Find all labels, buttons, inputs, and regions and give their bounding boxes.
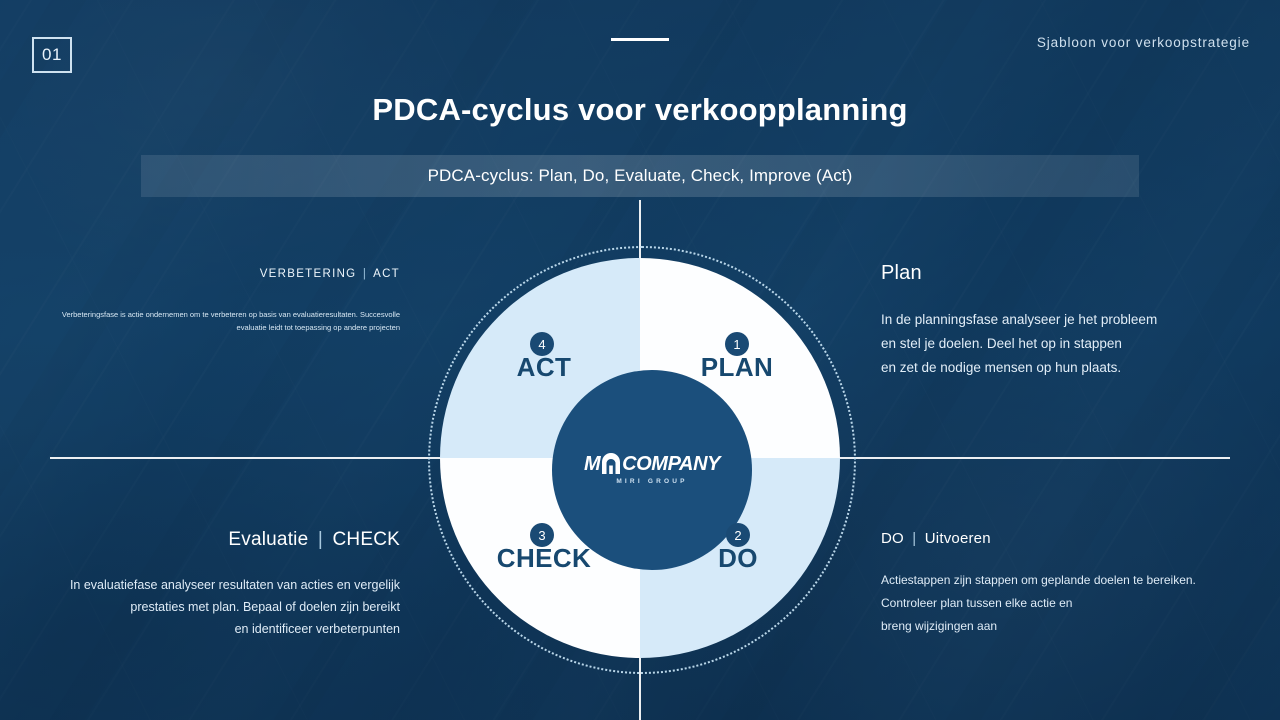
block-body-do: Actiestappen zijn stappen om geplande do… (881, 569, 1241, 638)
block-heading-do-separator: | (912, 530, 917, 547)
block-heading-check-separator: | (317, 529, 323, 550)
step-badge-check: 3 (530, 523, 554, 547)
logo-arch-icon (600, 452, 622, 474)
block-heading-do-sub: Uitvoeren (924, 530, 991, 547)
header-kicker: Sjabloon voor verkoopstrategie (1036, 35, 1250, 50)
logo-tagline: MIRI GROUP (616, 477, 688, 485)
subtitle-text: PDCA-cyclus: Plan, Do, Evaluate, Check, … (427, 166, 853, 185)
page-title: PDCA-cyclus voor verkoopplanning (372, 92, 908, 127)
block-body-plan-line1: In de planningsfase analyseer je het pro… (881, 312, 1158, 327)
block-heading-check-main: Evaluatie (228, 529, 309, 550)
quadrant-label-act: ACT (516, 352, 572, 382)
block-heading-act-sub: ACT (373, 268, 400, 280)
quadrant-label-do: DO (718, 543, 758, 573)
quadrant-label-check: CHECK (496, 543, 592, 573)
logo-wordmark: M COMPANY (584, 452, 720, 474)
block-heading-do: DO | Uitvoeren (881, 530, 1241, 547)
block-heading-act-main: VERBETERING (259, 268, 357, 280)
step-number-do: 2 (734, 527, 742, 543)
description-block-plan: Plan In de planningsfase analyseer je he… (881, 262, 1231, 380)
block-heading-check: Evaluatie | CHECK (40, 529, 400, 551)
block-body-do-line3: breng wijzigingen aan (881, 619, 998, 633)
step-number-act: 4 (538, 336, 546, 352)
block-body-plan-line3: en zet de nodige mensen op hun plaats. (881, 360, 1122, 375)
step-badge-act: 4 (530, 332, 554, 356)
top-dash-marker (611, 38, 669, 41)
block-heading-act-separator: | (362, 268, 368, 280)
block-body-act: Verbeteringsfase is actie ondernemen om … (61, 310, 400, 332)
dotted-ring-icon (428, 246, 856, 674)
block-body-check-line3: en identificeer verbeterpunten (234, 622, 400, 636)
block-heading-plan: Plan (881, 262, 922, 284)
block-body-plan: In de planningsfase analyseer je het pro… (881, 308, 1231, 380)
guide-line-horizontal-left (50, 457, 442, 459)
block-body-check: In evaluatiefase analyseer resultaten va… (40, 574, 400, 640)
quadrant-label-plan: PLAN (700, 352, 774, 382)
logo-company-text: COMPANY (622, 452, 721, 475)
step-number-plan: 1 (733, 336, 741, 352)
block-body-do-line1: Actiestappen zijn stappen om geplande do… (881, 573, 1196, 587)
pdca-wheel: M COMPANY MIRI GROUP 1 PLAN (428, 246, 856, 674)
block-heading-check-sub: CHECK (332, 529, 400, 550)
wheel-quadrants: M COMPANY MIRI GROUP (440, 258, 840, 658)
company-logo: M COMPANY MIRI GROUP (584, 452, 720, 485)
block-body-check-line2: prestaties met plan. Bepaal of doelen zi… (130, 600, 400, 614)
step-number-check: 3 (538, 527, 546, 543)
subtitle-banner: PDCA-cyclus: Plan, Do, Evaluate, Check, … (141, 155, 1139, 197)
block-body-plan-line2: en stel je doelen. Deel het op in stappe… (881, 336, 1122, 351)
step-badge-do: 2 (726, 523, 750, 547)
block-body-do-line2: Controleer plan tussen elke actie en (881, 596, 1073, 610)
slide-number-badge: 01 (32, 37, 72, 73)
guide-line-horizontal-right (838, 457, 1230, 459)
block-heading-do-main: DO (881, 530, 904, 547)
description-block-check: Evaluatie | CHECK In evaluatiefase analy… (40, 529, 400, 640)
description-block-act: VERBETERING | ACT Verbeteringsfase is ac… (40, 268, 400, 334)
logo-letter-m: M (583, 452, 601, 475)
step-badge-plan: 1 (725, 332, 749, 356)
block-heading-act: VERBETERING | ACT (40, 268, 400, 280)
description-block-do: DO | Uitvoeren Actiestappen zijn stappen… (881, 530, 1241, 638)
wheel-hub: M COMPANY MIRI GROUP (552, 370, 752, 570)
block-body-check-line1: In evaluatiefase analyseer resultaten va… (69, 578, 400, 592)
slide-number-text: 01 (42, 45, 62, 64)
